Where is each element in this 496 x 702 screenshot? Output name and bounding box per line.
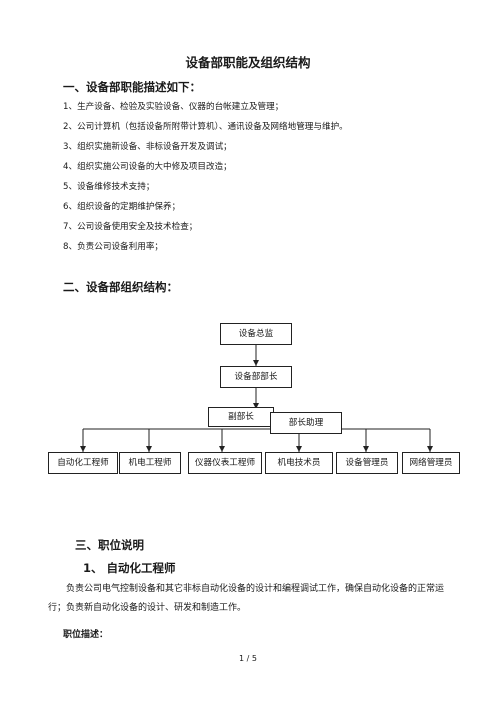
- org-node-role: 机电工程师: [119, 452, 181, 474]
- section-heading-functions: 一、设备部职能描述如下：: [63, 80, 201, 94]
- section-heading-org: 二、设备部组织结构：: [63, 280, 178, 294]
- list-item: 8、负责公司设备利用率；: [63, 242, 164, 252]
- list-item: 5、设备维修技术支持；: [63, 182, 155, 192]
- org-node-role: 设备管理员: [336, 452, 398, 474]
- page-number: 1 / 5: [239, 654, 257, 663]
- list-item: 2、公司计算机（包括设备所附带计算机）、通讯设备及网络地管理与维护。: [63, 122, 348, 132]
- list-item: 4、组织实施公司设备的大中修及项目改造；: [63, 162, 232, 172]
- list-item: 1、生产设备、检验及实验设备、仪器的台帐建立及管理；: [63, 102, 284, 112]
- org-node-deputy: 副部长: [208, 407, 274, 427]
- list-item: 6、组织设备的定期维护保养；: [63, 202, 181, 212]
- position-title: 1、 自动化工程师: [83, 561, 176, 575]
- document-title: 设备部职能及组织结构: [185, 55, 311, 70]
- duty-label: 职位描述：: [63, 630, 109, 640]
- functions-list: 1、生产设备、检验及实验设备、仪器的台帐建立及管理； 2、公司计算机（包括设备所…: [63, 100, 348, 260]
- position-description: 负责公司电气控制设备和其它非标自动化设备的设计和编程调试工作，确保自动化设备的正…: [48, 584, 445, 613]
- org-node-role: 仪器仪表工程师: [188, 452, 262, 474]
- org-node-head: 设备部部长: [220, 366, 292, 388]
- org-node-role: 机电技术员: [265, 452, 333, 474]
- org-node-role: 网络管理员: [402, 452, 460, 474]
- org-node-role: 自动化工程师: [48, 452, 118, 474]
- section-heading-positions: 三、职位说明: [75, 538, 144, 552]
- org-node-assistant: 部长助理: [270, 412, 342, 434]
- list-item: 7、公司设备使用安全及技术检查；: [63, 222, 198, 232]
- list-item: 3、组织实施新设备、非标设备开发及调试；: [63, 142, 232, 152]
- org-node-director: 设备总监: [220, 323, 292, 345]
